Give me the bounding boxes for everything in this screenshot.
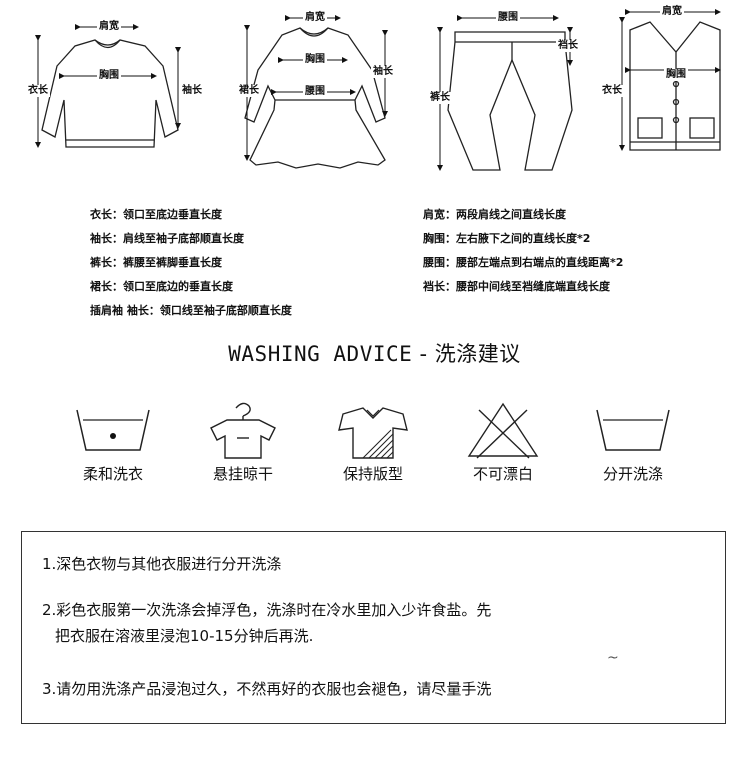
hang-dry-icon: [210, 402, 276, 459]
definition-item: 裤长：裤腰至裤脚垂直长度: [90, 256, 222, 269]
vest-length-label: 衣长: [600, 85, 624, 97]
wash-separately-icon: [596, 409, 670, 451]
sweater-outline: [41, 39, 179, 148]
care-hang-dry: 悬挂晾干: [183, 400, 303, 484]
advice-box: 1.深色衣物与其他衣服进行分开洗涤 2.彩色衣服第一次洗涤会掉浮色，洗涤时在冷水…: [21, 531, 726, 724]
sweater-chest-label: 胸围: [97, 70, 121, 82]
care-keep-shape: 保持版型: [313, 400, 433, 484]
dress-waist-label: 腰围: [303, 86, 327, 98]
keep-shape-icon: [338, 407, 408, 459]
definition-item: 胸围：左右腋下之间的直线长度*2: [423, 232, 591, 245]
measurement-diagrams: 肩宽 胸围 衣长 袖长 肩宽 胸围 腰围 裙长 袖长 腰围 裆长 裤长 肩宽 胸…: [0, 0, 749, 195]
definitions-left: 衣长：领口至底边垂直长度 袖长：肩线至袖子底部顺直长度 裤长：裤腰至裤脚垂直长度…: [90, 203, 292, 323]
pants-waist-label: 腰围: [496, 12, 520, 24]
sweater-sleeve-label: 袖长: [180, 85, 204, 97]
dress-shoulder-label: 肩宽: [303, 12, 327, 24]
definition-item: 插肩袖 袖长：领口线至袖子底部顺直长度: [90, 304, 292, 317]
advice-item-2-line-2: 把衣服在溶液里浸泡10-15分钟后再洗.: [55, 627, 314, 645]
section-title: WASHING ADVICE - 洗涤建议: [0, 338, 749, 368]
advice-item-1: 1.深色衣物与其他衣服进行分开洗涤: [42, 555, 282, 573]
advice-item-2-line-1: 2.彩色衣服第一次洗涤会掉浮色，洗涤时在冷水里加入少许食盐。先: [42, 601, 492, 619]
vest-chest-label: 胸围: [664, 69, 688, 81]
definition-item: 衣长：领口至底边垂直长度: [90, 208, 222, 221]
advice-mark: ~: [607, 650, 619, 666]
sweater-shoulder-label: 肩宽: [97, 21, 121, 33]
pants-rise-label: 裆长: [556, 40, 580, 52]
gentle-wash-icon: [76, 409, 150, 451]
vest-shoulder-label: 肩宽: [660, 6, 684, 18]
definitions-right: 肩宽：两段肩线之间直线长度 胸围：左右腋下之间的直线长度*2 腰围：腰部左端点到…: [423, 203, 623, 299]
section-title-en: WASHING ADVICE: [228, 342, 413, 366]
definition-item: 腰围：腰部左端点到右端点的直线距离*2: [423, 256, 624, 269]
vest-outline: [629, 21, 721, 151]
care-label: 不可漂白: [472, 465, 533, 483]
care-gentle-wash: 柔和洗衣: [53, 400, 173, 484]
care-no-bleach: 不可漂白: [443, 400, 563, 484]
section-title-zh: 洗涤建议: [434, 342, 521, 366]
care-label: 保持版型: [342, 465, 403, 483]
care-label: 分开洗涤: [602, 465, 663, 483]
dress-outline: [244, 27, 386, 169]
definition-item: 裆长：腰部中间线至裆缝底端直线长度: [423, 280, 610, 293]
sweater-length-label: 衣长: [26, 85, 50, 97]
pants-outline: [447, 31, 573, 171]
dress-skirt-length-label: 裙长: [237, 85, 261, 97]
definition-item: 肩宽：两段肩线之间直线长度: [423, 208, 566, 221]
care-label: 柔和洗衣: [82, 465, 143, 483]
dress-chest-label: 胸围: [303, 54, 327, 66]
advice-item-3: 3.请勿用洗涤产品浸泡过久，不然再好的衣服也会褪色，请尽量手洗: [42, 680, 492, 698]
dress-sleeve-label: 袖长: [371, 66, 395, 78]
definition-item: 裙长：领口至底边的垂直长度: [90, 280, 233, 293]
no-bleach-icon: [467, 402, 539, 459]
definition-item: 袖长：肩线至袖子底部顺直长度: [90, 232, 244, 245]
care-wash-separately: 分开洗涤: [573, 400, 693, 484]
pants-length-label: 裤长: [428, 92, 452, 104]
section-title-separator: -: [412, 342, 435, 366]
care-label: 悬挂晾干: [212, 465, 273, 483]
